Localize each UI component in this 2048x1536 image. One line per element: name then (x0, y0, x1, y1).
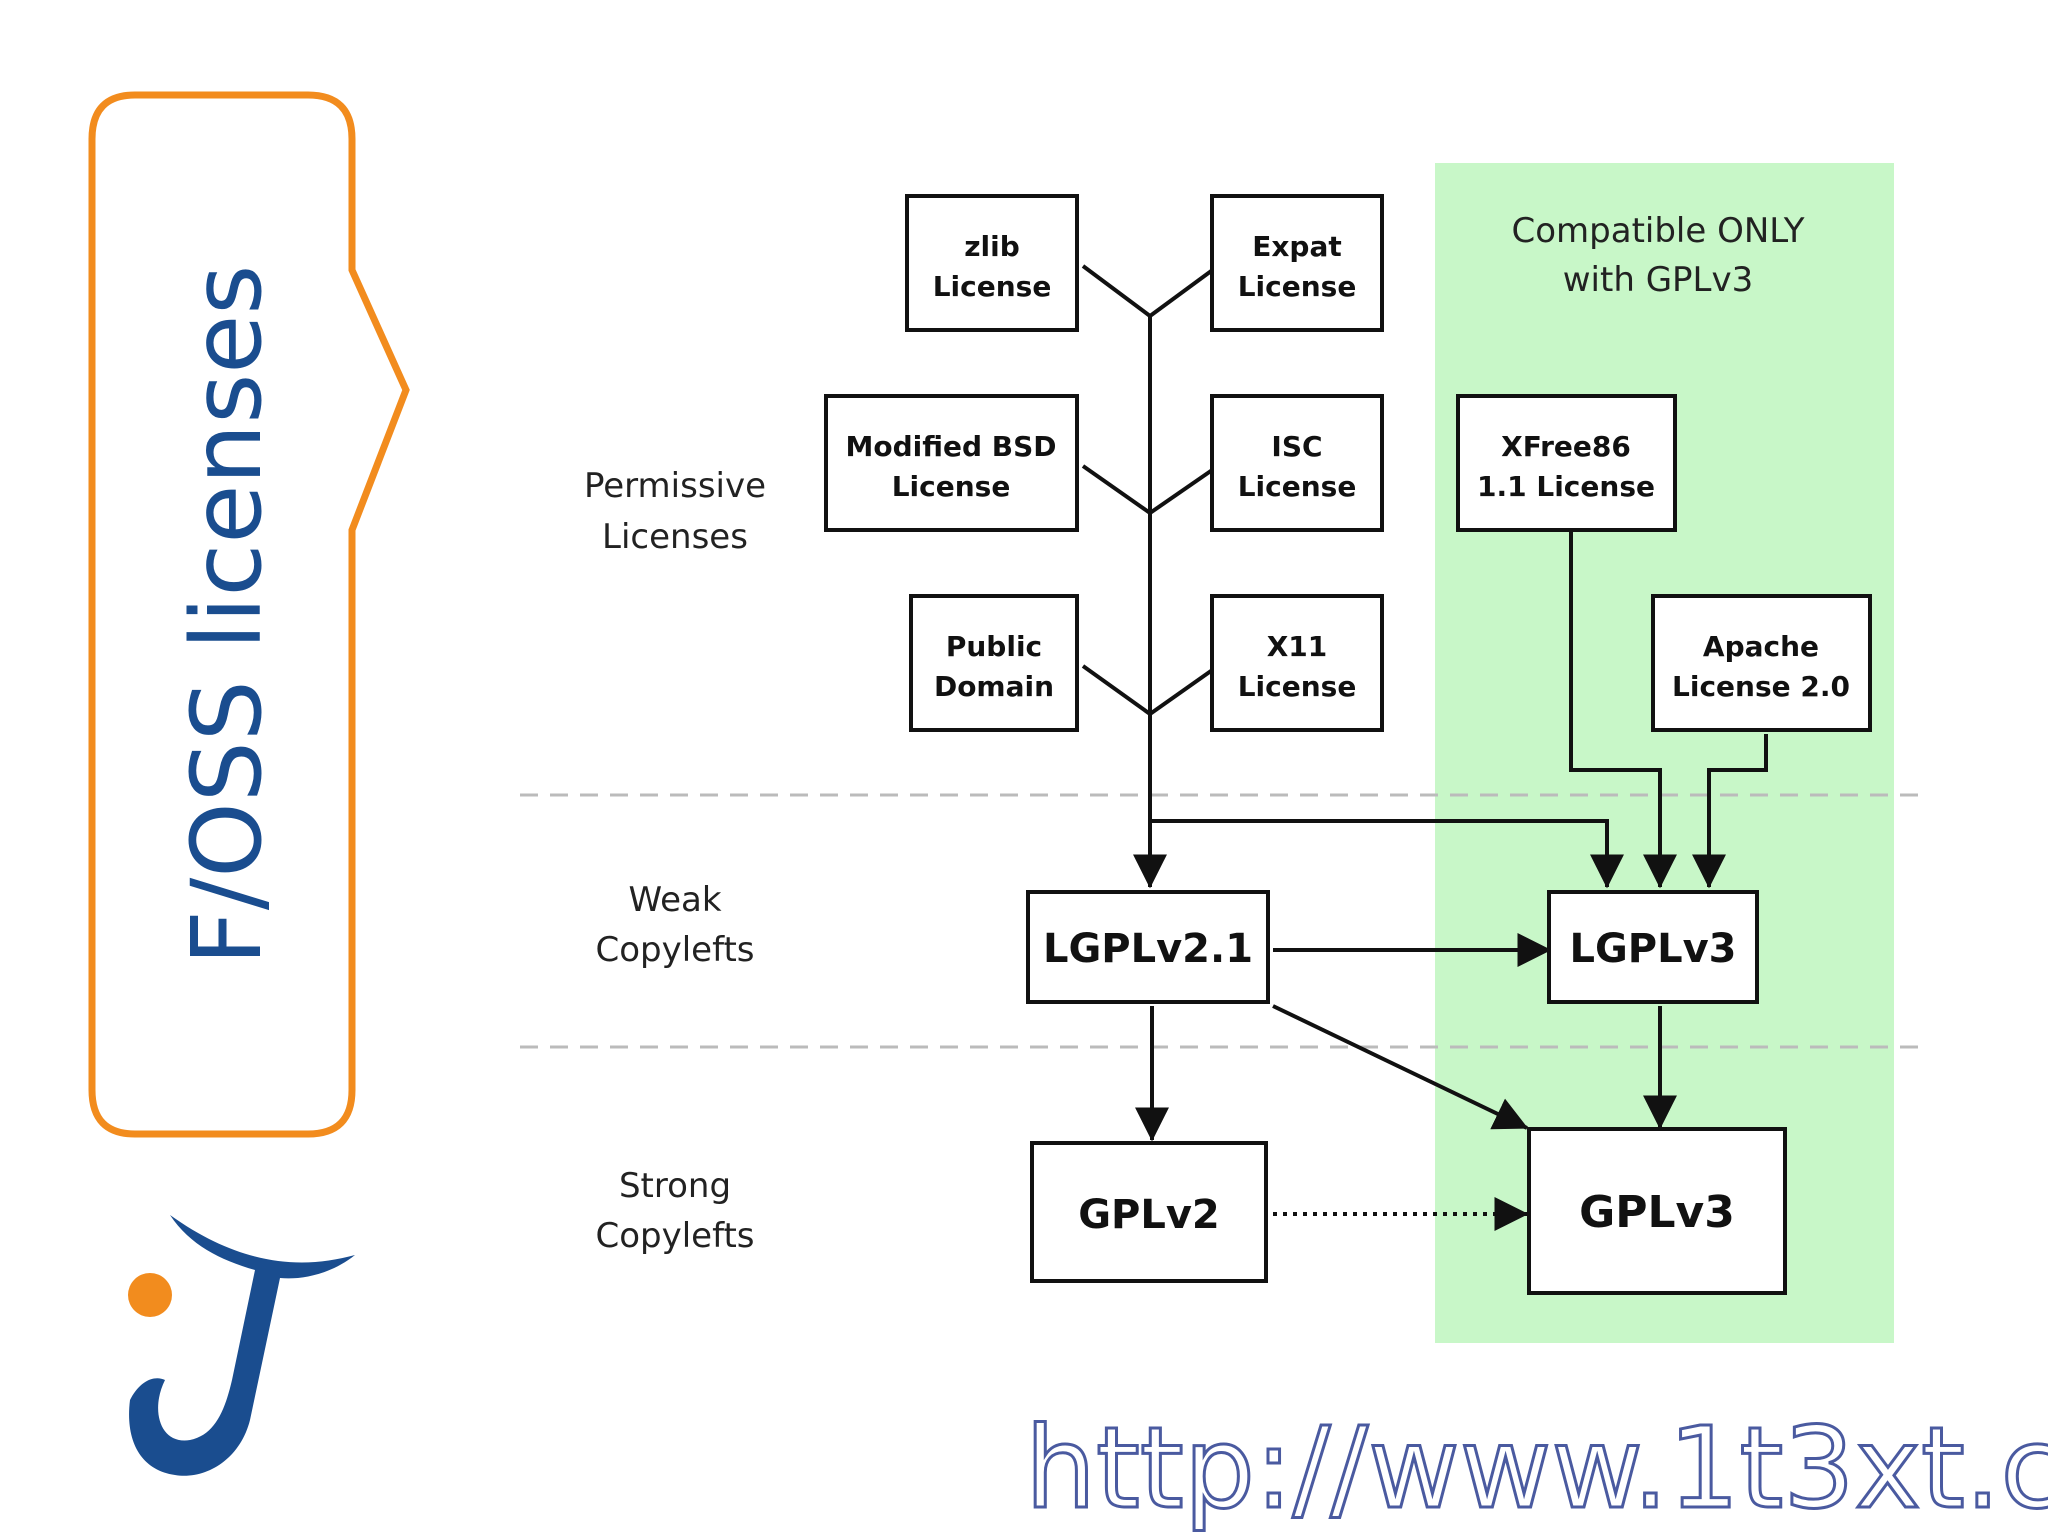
edge-trunk-lgpl3 (1150, 819, 1624, 889)
node-bsd: Modified BSD License (824, 394, 1079, 532)
svg-text:License: License (933, 270, 1052, 303)
sidebar-title: F/OSS licenses (171, 265, 283, 966)
edge-bsd-trunk (1081, 464, 1152, 515)
edge-apache-lgpl3 (1692, 734, 1768, 889)
node-xfree86: XFree86 1.1 License (1456, 394, 1677, 532)
compat-edges (1569, 532, 1768, 889)
copyleft-edges (1135, 933, 1677, 1231)
node-apache: Apache License 2.0 (1651, 594, 1872, 732)
edge-expat-trunk (1148, 264, 1220, 318)
node-lgplv21: LGPLv2.1 (1026, 890, 1270, 1004)
edge-zlib-trunk (1081, 264, 1152, 318)
edge-xfree-lgpl3 (1569, 532, 1677, 889)
band-weak-line2: Copylefts (595, 930, 754, 970)
node-x11: X11 License (1210, 594, 1384, 732)
svg-text:LGPLv3: LGPLv3 (1569, 926, 1736, 972)
svg-text:GPLv2: GPLv2 (1078, 1192, 1220, 1238)
edge-x11-trunk (1148, 664, 1220, 716)
svg-text:License: License (1238, 470, 1357, 503)
node-isc: ISC License (1210, 394, 1384, 532)
edge-lgpl21-gpl3 (1272, 1004, 1529, 1130)
svg-text:zlib: zlib (964, 230, 1020, 263)
node-gplv3: GPLv3 (1527, 1127, 1787, 1295)
svg-text:LGPLv2.1: LGPLv2.1 (1043, 926, 1253, 972)
edge-isc-trunk (1148, 464, 1220, 515)
band-strong-line1: Strong (619, 1166, 731, 1206)
node-gplv2: GPLv2 (1030, 1141, 1268, 1283)
node-public-domain: Public Domain (909, 594, 1079, 732)
svg-text:Apache: Apache (1703, 630, 1819, 663)
permissive-tree-edges (1081, 264, 1624, 889)
node-lgplv3: LGPLv3 (1547, 890, 1759, 1004)
svg-text:License 2.0: License 2.0 (1672, 670, 1850, 703)
node-expat: Expat License (1210, 194, 1384, 332)
svg-text:GPLv3: GPLv3 (1579, 1187, 1735, 1238)
band-strong-line2: Copylefts (595, 1216, 754, 1256)
compat-label-line1: Compatible ONLY (1511, 211, 1804, 251)
node-zlib: zlib License (905, 194, 1079, 332)
i-logo (128, 1215, 355, 1476)
svg-text:Modified BSD: Modified BSD (845, 430, 1056, 463)
svg-text:ISC: ISC (1271, 430, 1322, 463)
svg-text:License: License (1238, 270, 1357, 303)
logo-swash (129, 1215, 355, 1476)
svg-text:License: License (892, 470, 1011, 503)
logo-dot (128, 1273, 172, 1317)
compat-label-line2: with GPLv3 (1563, 260, 1754, 300)
svg-text:Domain: Domain (934, 670, 1054, 703)
edge-public-trunk (1081, 664, 1152, 716)
band-weak-line1: Weak (628, 880, 721, 920)
watermark-url: http://www.1t3xt.com (1025, 1404, 2048, 1534)
title-callout (88, 91, 410, 1138)
svg-text:Public: Public (946, 630, 1042, 663)
band-permissive-line1: Permissive (584, 466, 766, 506)
band-permissive-line2: Licenses (602, 517, 748, 557)
svg-text:Expat: Expat (1252, 230, 1342, 263)
svg-text:License: License (1238, 670, 1357, 703)
svg-text:X11: X11 (1267, 630, 1328, 663)
svg-text:1.1 License: 1.1 License (1477, 470, 1655, 503)
svg-text:XFree86: XFree86 (1501, 430, 1631, 463)
